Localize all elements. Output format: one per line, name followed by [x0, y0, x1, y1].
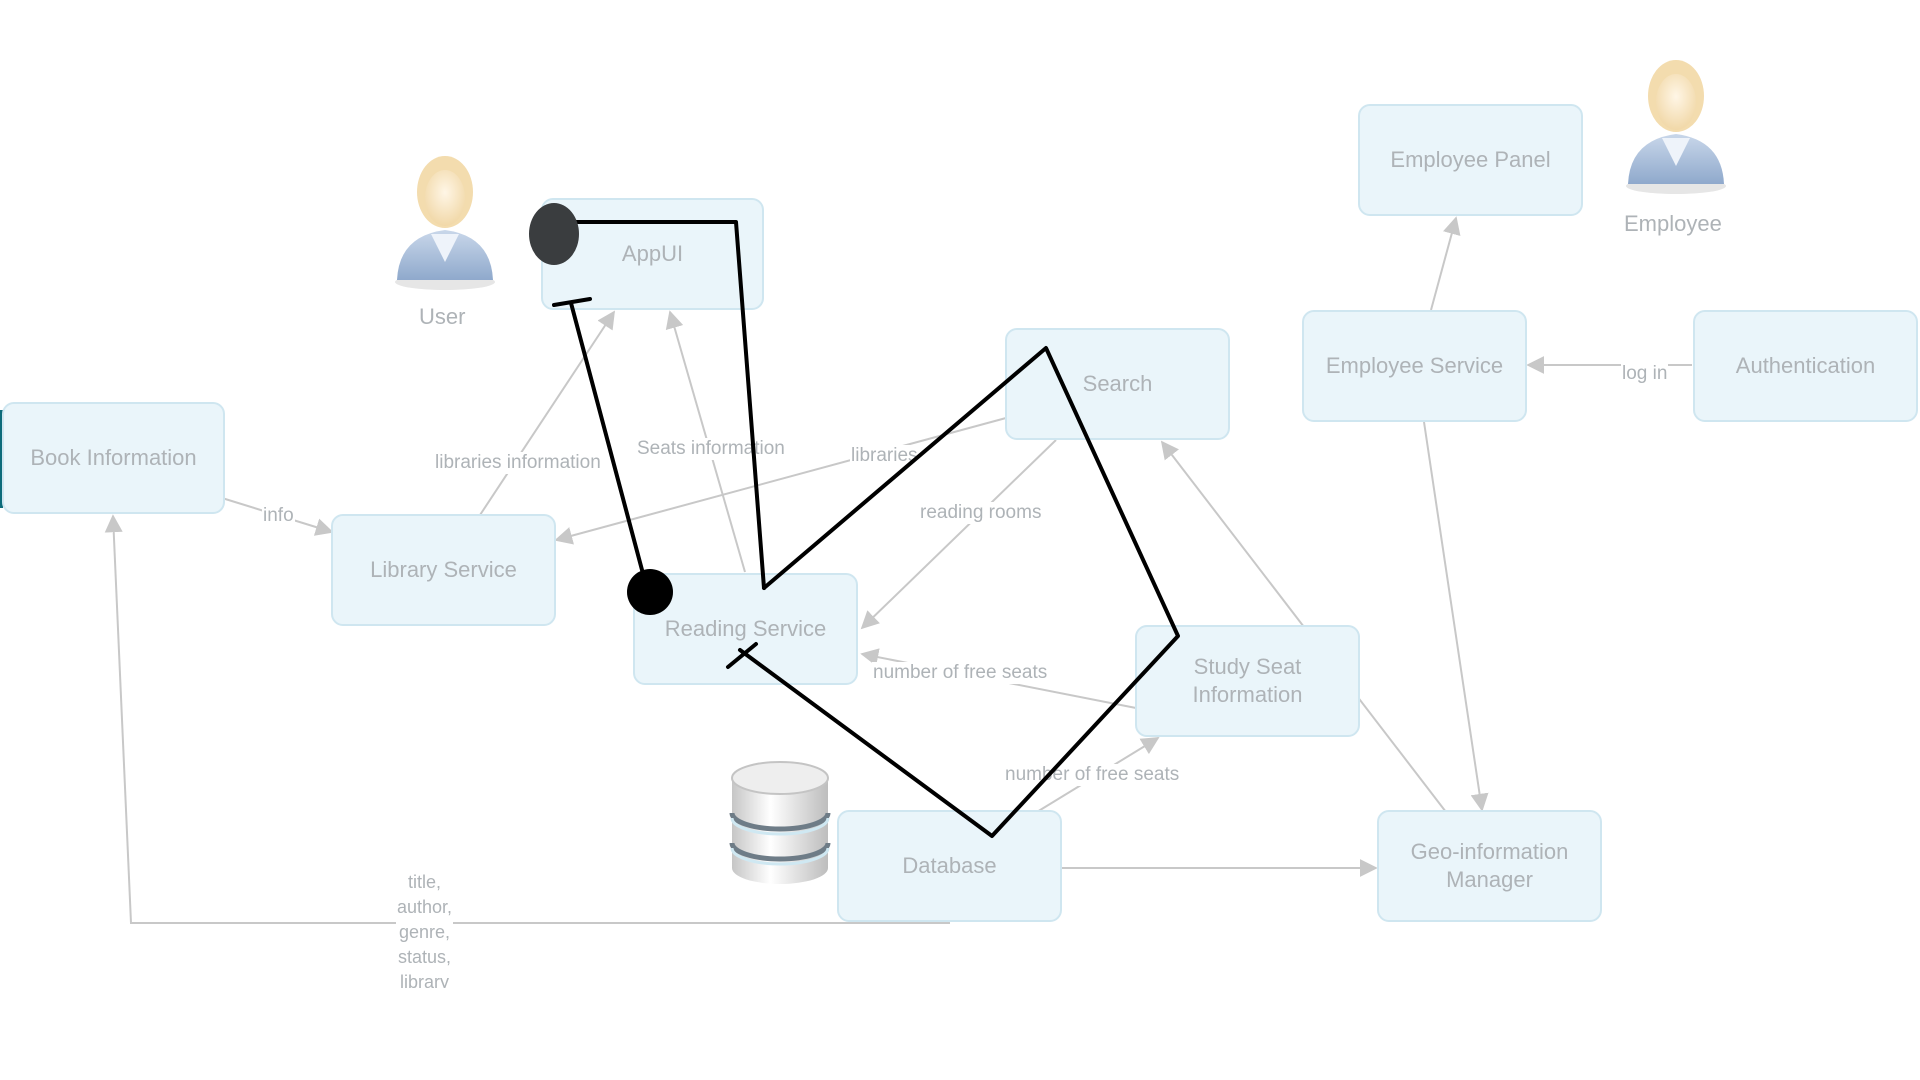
edge-empservice-to-panel: [1430, 216, 1461, 311]
node-book-information-label: Book Information: [30, 445, 197, 470]
node-library-service-label: Library Service: [370, 557, 517, 582]
edge-library-to-appui: [479, 310, 615, 516]
node-study-seat-information-label: Study Seat Information: [1192, 654, 1303, 707]
node-employee-service-label: Employee Service: [1325, 353, 1504, 378]
node-reading-service-label: Reading Service: [664, 616, 827, 641]
edge-label-book-fields: title, author, genre, status, library: [396, 870, 454, 988]
edge-empservice-to-geo: [1423, 421, 1489, 812]
edge-label-log-in: log in: [1621, 363, 1669, 385]
node-employee-service[interactable]: Employee Service: [1302, 310, 1527, 422]
node-library-service[interactable]: Library Service: [331, 514, 556, 626]
edge-label-libraries-information: libraries information: [434, 452, 602, 474]
left-edge-tab: [0, 410, 3, 508]
node-employee-panel-label: Employee Panel: [1390, 147, 1551, 172]
edge-database-to-book: [104, 514, 950, 924]
edge-label-seats-information: Seats information: [636, 438, 786, 460]
edge-label-info: info: [262, 505, 295, 527]
node-geo-information-manager[interactable]: Geo-information Manager: [1377, 810, 1602, 922]
edge-label-libraries: libraries: [850, 445, 919, 467]
node-appui-label: AppUI: [621, 241, 684, 266]
node-study-seat-information[interactable]: Study Seat Information: [1135, 625, 1360, 737]
node-search[interactable]: Search: [1005, 328, 1230, 440]
edge-label-reading-rooms: reading rooms: [919, 502, 1043, 524]
node-employee-panel[interactable]: Employee Panel: [1358, 104, 1583, 216]
node-reading-service[interactable]: Reading Service: [633, 573, 858, 685]
employee-avatar-icon: [1626, 60, 1726, 194]
node-book-information[interactable]: Book Information: [2, 402, 225, 514]
node-database-label: Database: [902, 853, 997, 878]
edge-label-number-of-free-seats-1: number of free seats: [872, 662, 1049, 684]
node-database[interactable]: Database: [837, 810, 1062, 922]
node-authentication[interactable]: Authentication: [1693, 310, 1918, 422]
database-cylinder-icon: [729, 761, 831, 884]
edge-label-number-of-free-seats-2: number of free seats: [1004, 764, 1181, 786]
edge-search-to-reading: [860, 439, 1057, 630]
node-appui[interactable]: AppUI: [541, 198, 764, 310]
user-label: User: [419, 304, 466, 329]
node-authentication-label: Authentication: [1735, 353, 1876, 378]
user-avatar-icon: [395, 156, 495, 290]
employee-label: Employee: [1624, 211, 1722, 236]
node-search-label: Search: [1082, 371, 1153, 396]
node-geo-information-manager-label: Geo-information Manager: [1410, 839, 1569, 892]
